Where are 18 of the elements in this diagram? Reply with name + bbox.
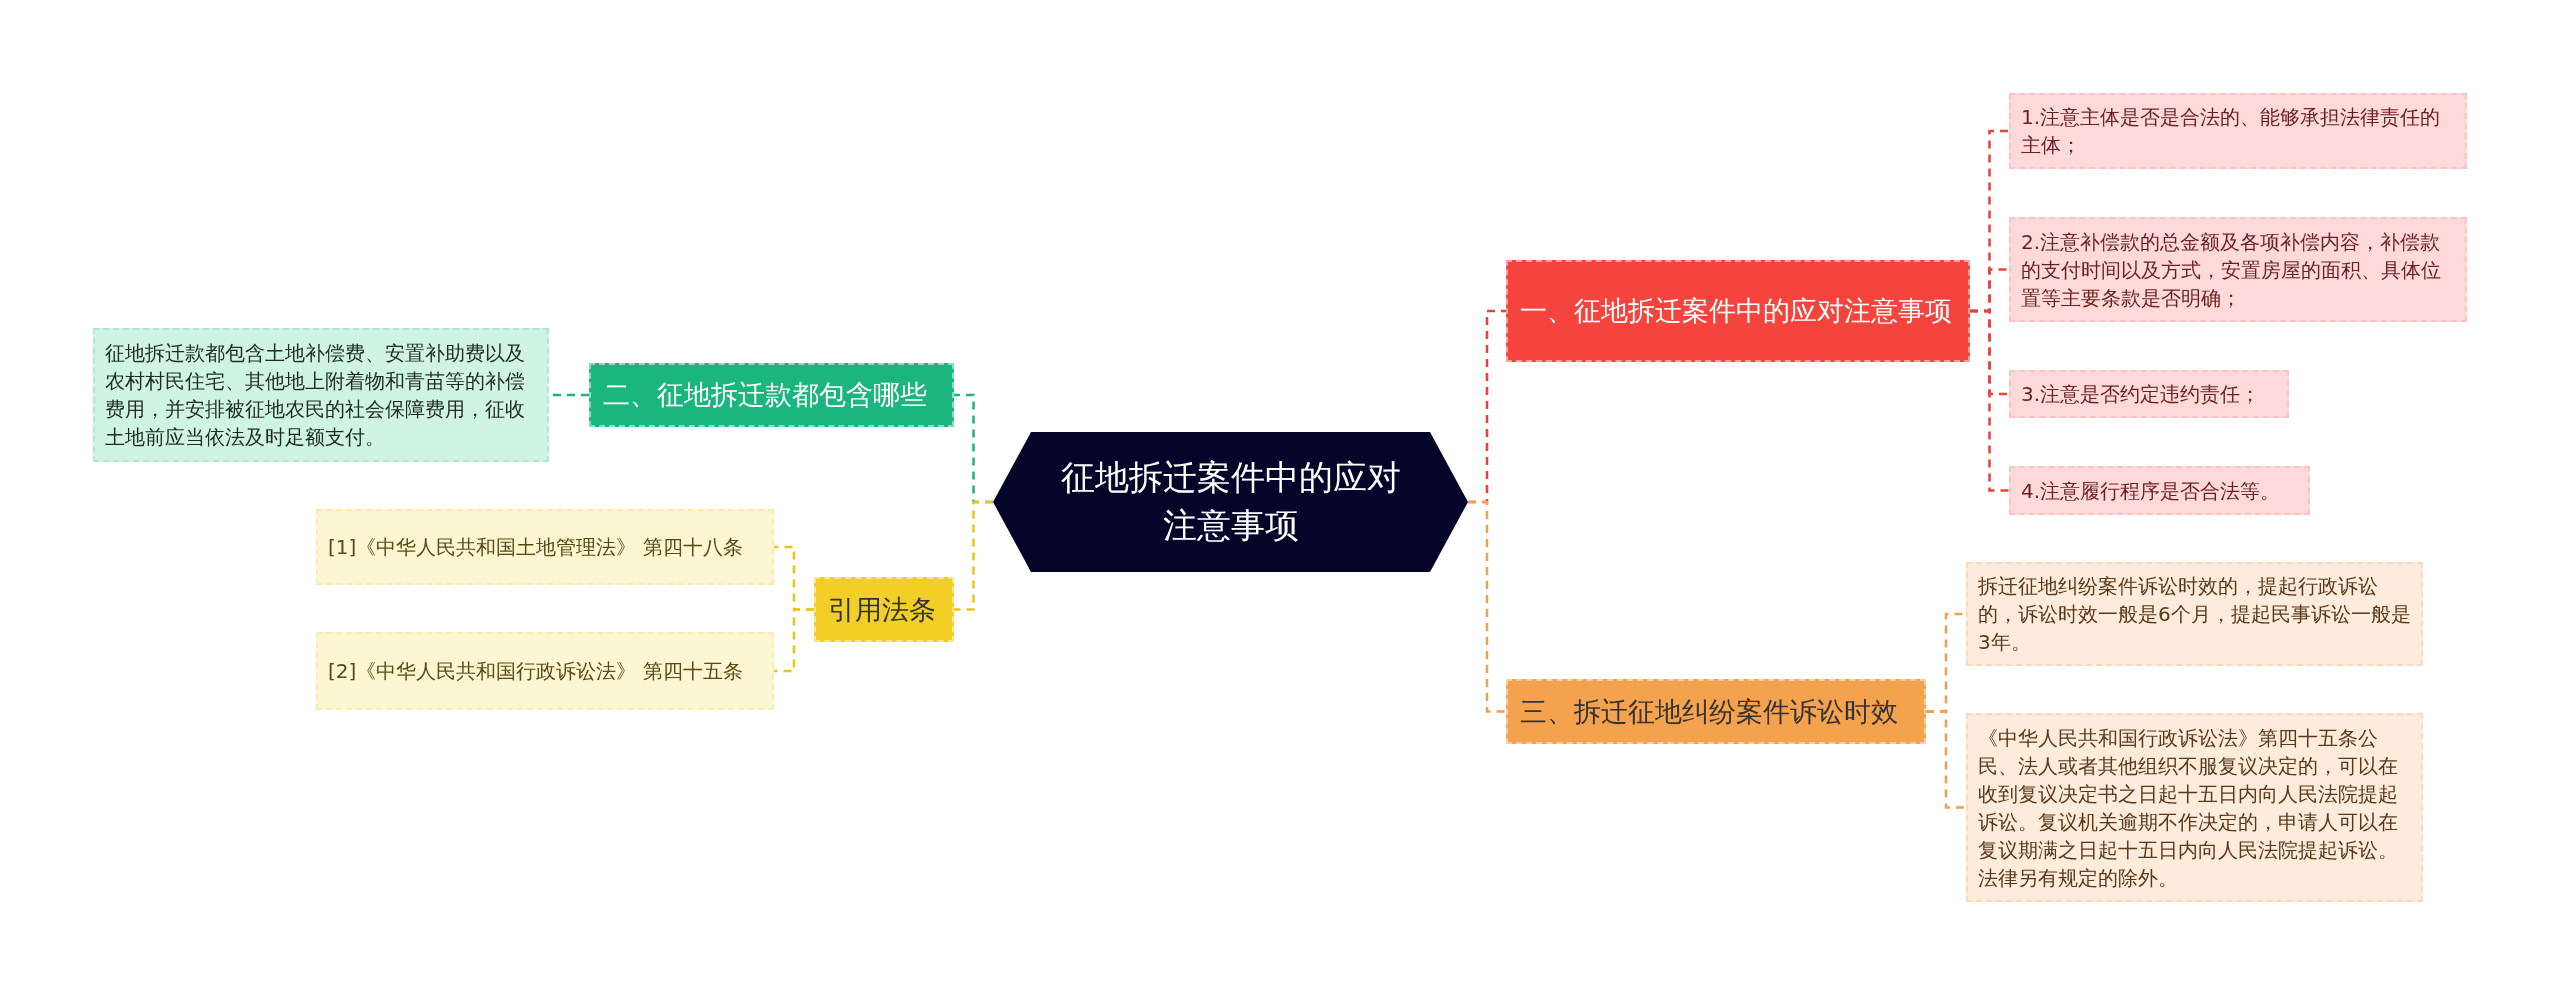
branch-box: 三、拆迁征地纠纷案件诉讼时效 — [1506, 679, 1926, 744]
note-box: 2.注意补偿款的总金额及各项补偿内容，补偿款的支付时间以及方式，安置房屋的面积、具体位置等主要条款是否明确； — [2009, 217, 2467, 322]
branch-box: 一、征地拆迁案件中的应对注意事项 — [1506, 260, 1970, 362]
note-box: [1]《中华人民共和国土地管理法》 第四十八条 — [316, 509, 774, 585]
connector-line — [954, 500, 993, 611]
connector-line — [1468, 500, 1506, 713]
note-box: 4.注意履行程序是否合法等。 — [2009, 466, 2310, 515]
note-box: 《中华人民共和国行政诉讼法》第四十五条公民、法人或者其他组织不服复议决定的，可以在收到复议决定书之日起十五日内向人民法院提起诉讼。复议机关逾期不作决定的，申请人可以在复议期满之日起十五日内向人民法院提起诉讼。法律另有规定的除外。 — [1966, 713, 2423, 902]
connector-line — [774, 608, 814, 673]
branch-box: 二、征地拆迁款都包含哪些 — [589, 363, 954, 427]
connector-line — [1970, 309, 2009, 492]
note-box: [2]《中华人民共和国行政诉讼法》 第四十五条 — [316, 632, 774, 710]
note-box: 1.注意主体是否是合法的、能够承担法律责任的主体； — [2009, 93, 2467, 169]
branch-box: 引用法条 — [814, 577, 954, 642]
connector-line — [1926, 710, 1966, 809]
note-box: 拆迁征地纠纷案件诉讼时效的，提起行政诉讼的，诉讼时效一般是6个月，提起民事诉讼一般是3年。 — [1966, 562, 2423, 666]
note-box: 3.注意是否约定违约责任； — [2009, 370, 2289, 418]
note-box: 征地拆迁款都包含土地补偿费、安置补助费以及农村村民住宅、其他地上附着物和青苗等的补偿费用，并安排被征地农民的社会保障费用，征收土地前应当依法及时足额支付。 — [93, 328, 549, 462]
